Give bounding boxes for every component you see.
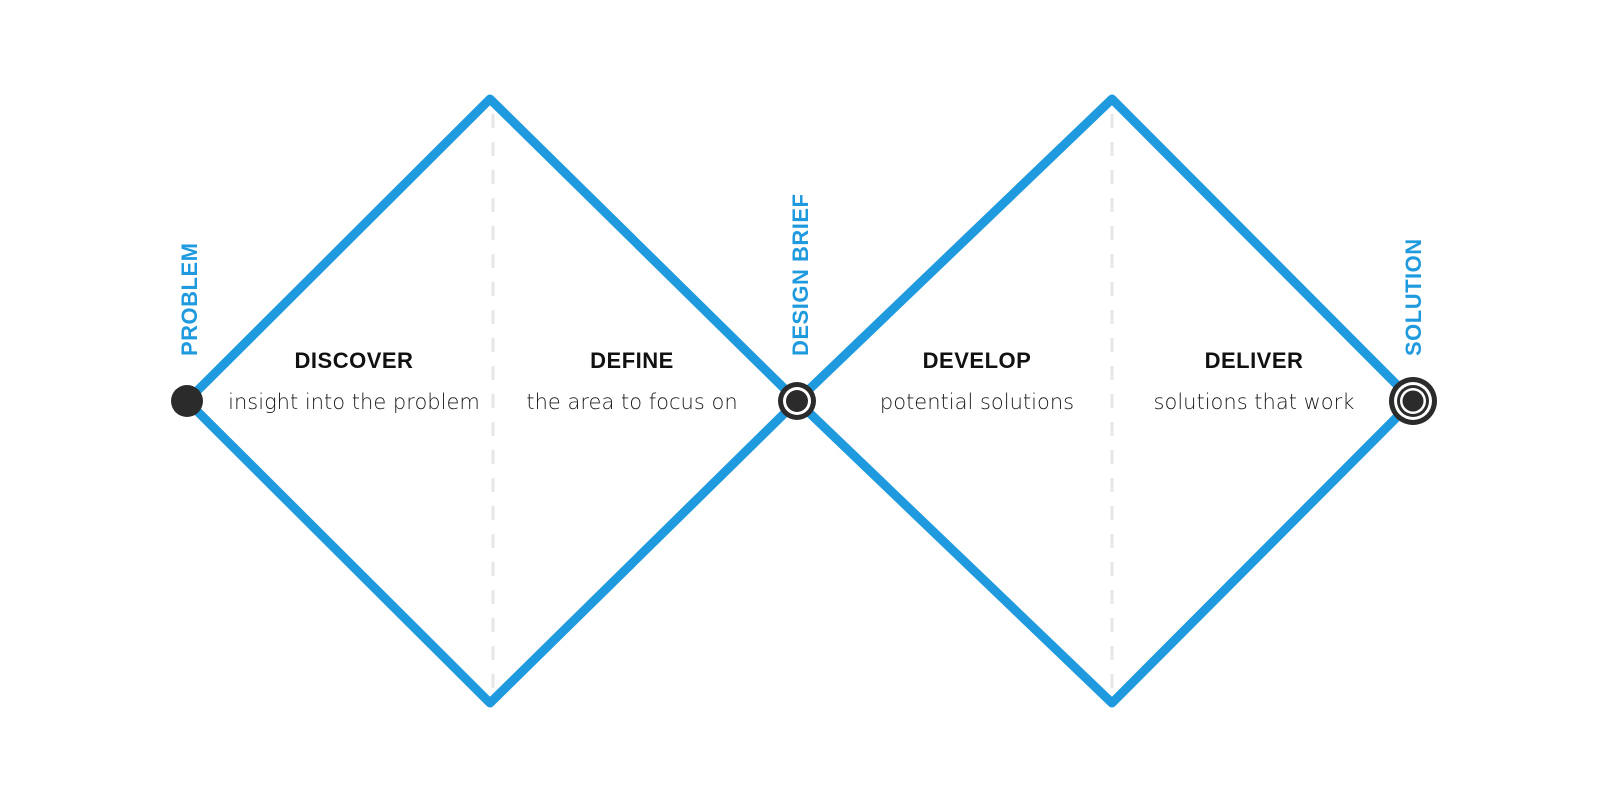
phase-title-deliver: DELIVER xyxy=(1205,348,1304,373)
problem-node-icon xyxy=(171,385,203,417)
solution-node-icon xyxy=(1389,377,1437,425)
design-brief-node-icon xyxy=(778,382,816,420)
phase-title-develop: DEVELOP xyxy=(923,348,1032,373)
phase-title-define: DEFINE xyxy=(590,348,674,373)
phase-desc-define: the area to focus on xyxy=(526,390,737,414)
phase-desc-deliver: solutions that work xyxy=(1154,390,1355,414)
phase-desc-develop: potential solutions xyxy=(880,390,1074,414)
milestone-label-problem: PROBLEM xyxy=(177,243,202,357)
phase-desc-discover: insight into the problem xyxy=(228,390,480,414)
milestone-label-design-brief: DESIGN BRIEF xyxy=(788,194,813,356)
milestone-label-solution: SOLUTION xyxy=(1401,238,1426,356)
phase-title-discover: DISCOVER xyxy=(295,348,414,373)
